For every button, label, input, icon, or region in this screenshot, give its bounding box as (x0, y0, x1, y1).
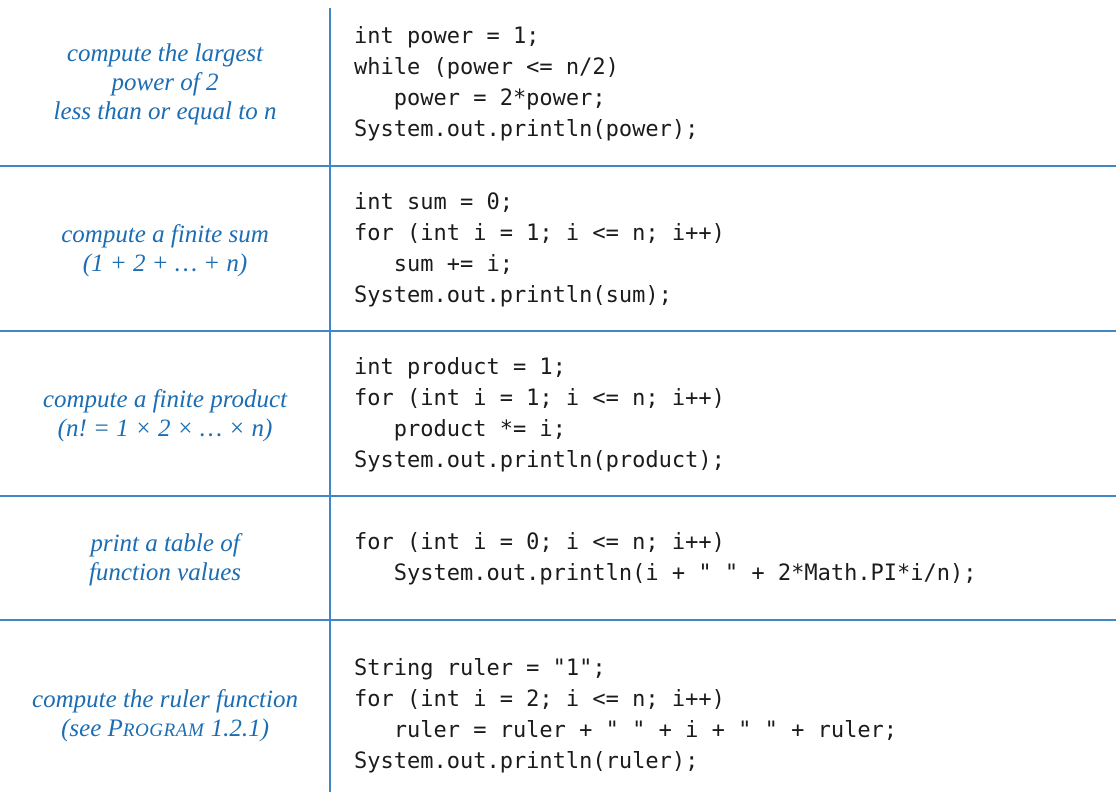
code-block: String ruler = "1"; for (int i = 2; i <= … (354, 653, 897, 777)
description-line: (1 + 2 + … + n) (83, 249, 248, 278)
code-block: int product = 1; for (int i = 1; i <= n; … (354, 352, 725, 476)
code-line: int power = 1; (354, 23, 540, 49)
code-line: System.out.println(ruler); (354, 748, 699, 774)
code-line: for (int i = 2; i <= n; i++) (354, 686, 725, 712)
code-line: int product = 1; (354, 354, 566, 380)
description-line: (see Program 1.2.1) (61, 714, 269, 745)
code-line: for (int i = 1; i <= n; i++) (354, 220, 725, 246)
code-line: for (int i = 0; i <= n; i++) (354, 530, 725, 555)
code-line: product *= i; (354, 416, 566, 442)
row-code: int sum = 0; for (int i = 1; i <= n; i++)… (330, 167, 1116, 330)
description-text: print a table of (90, 530, 240, 557)
table-row: compute the ruler function(see Program 1… (0, 619, 1116, 808)
code-line: System.out.println(power); (354, 116, 699, 142)
description-line: less than or equal to n (54, 97, 277, 126)
description-text: compute a finite product (42, 385, 288, 413)
description-text: compute a finite sum (61, 220, 269, 248)
description-line: print a table of (90, 529, 239, 558)
description-text: compute the ruler function (32, 685, 298, 713)
description-line: compute a finite product (43, 385, 287, 414)
description-text: power of 2 (111, 69, 219, 96)
description-text: (see P (61, 714, 123, 742)
code-line: while (power <= n/2) (354, 54, 619, 80)
column-divider (329, 8, 331, 792)
code-block: for (int i = 0; i <= n; i++) System.out.… (354, 527, 977, 589)
description-text: (n! = 1 × 2 × … × n) (57, 414, 273, 442)
row-code: int power = 1; while (power <= n/2) power… (330, 0, 1116, 165)
description-line: compute the ruler function (32, 685, 298, 714)
row-code: int product = 1; for (int i = 1; i <= n; … (330, 332, 1116, 495)
row-description: compute the ruler function(see Program 1… (0, 621, 330, 808)
description-line: function values (89, 558, 241, 587)
table-row: compute a finite product(n! = 1 × 2 × … … (0, 330, 1116, 495)
code-line: System.out.println(i + " " + 2*Math.PI*i… (354, 561, 977, 586)
description-text: compute the largest (66, 40, 264, 67)
code-line: System.out.println(sum); (354, 282, 672, 308)
row-description: compute a finite sum(1 + 2 + … + n) (0, 167, 330, 330)
description-line: compute a finite sum (61, 220, 269, 249)
description-text: (1 + 2 + … + n) (82, 249, 248, 277)
code-line: String ruler = "1"; (354, 655, 606, 681)
description-line: compute the largest (67, 39, 263, 68)
description-line: power of 2 (112, 68, 219, 97)
code-line: power = 2*power; (354, 85, 606, 111)
row-code: String ruler = "1"; for (int i = 2; i <= … (330, 621, 1116, 808)
code-line: int sum = 0; (354, 189, 513, 215)
row-code: for (int i = 0; i <= n; i++) System.out.… (330, 497, 1116, 619)
code-line: ruler = ruler + " " + i + " " + ruler; (354, 717, 898, 743)
description-text: 1.2.1) (204, 714, 269, 742)
description-text: function values (88, 559, 242, 586)
code-line: System.out.println(product); (354, 447, 725, 473)
description-line: (n! = 1 × 2 × … × n) (58, 414, 273, 443)
description-text: rogram (122, 719, 205, 741)
row-description: compute a finite product(n! = 1 × 2 × … … (0, 332, 330, 495)
description-text: less than or equal to n (53, 98, 277, 125)
code-line: for (int i = 1; i <= n; i++) (354, 385, 725, 411)
table-row: compute a finite sum(1 + 2 + … + n)int s… (0, 165, 1116, 330)
code-block: int power = 1; while (power <= n/2) power… (354, 21, 698, 145)
code-block: int sum = 0; for (int i = 1; i <= n; i++)… (354, 187, 725, 311)
code-line: sum += i; (354, 251, 513, 277)
